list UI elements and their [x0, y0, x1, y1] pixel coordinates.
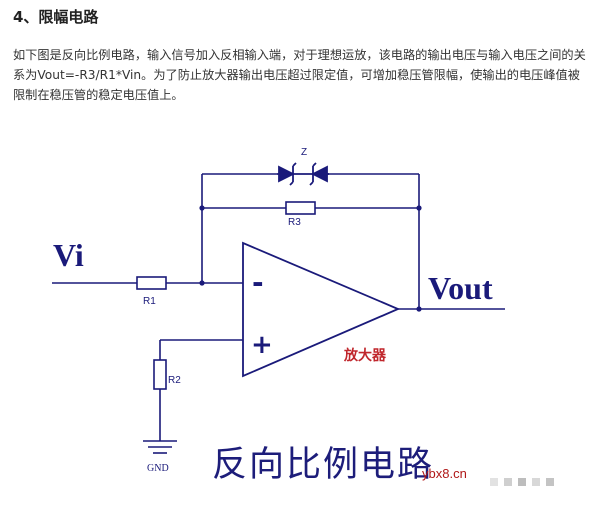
junction-dot: [416, 205, 422, 211]
output-label: Vout: [428, 270, 493, 306]
description-paragraph: 如下图是反向比例电路，输入信号加入反相输入端，对于理想运放，该电路的输出电压与输…: [13, 48, 586, 102]
r1-label: R1: [143, 296, 156, 307]
diagram-caption: 反向比例电路: [212, 445, 435, 485]
section-heading: 4、限幅电路: [13, 8, 99, 26]
r3-label: R3: [288, 217, 301, 228]
watermark-decoration: [490, 478, 554, 486]
zener-diode-pair: [277, 162, 329, 186]
resistor-r3: [285, 201, 316, 215]
ground-symbol: [143, 440, 177, 454]
zener-label: Z: [301, 147, 307, 158]
amplifier-label: 放大器: [343, 347, 387, 364]
site-watermark: ybx8.cn: [422, 466, 467, 481]
op-amp-triangle: [242, 241, 401, 378]
inverting-input-sign: -: [252, 266, 264, 299]
resistor-r2: [153, 359, 167, 390]
ground-label: GND: [147, 463, 169, 474]
resistor-r1: [136, 276, 167, 290]
non-inverting-input-sign: +: [251, 330, 273, 360]
r2-label: R2: [168, 375, 181, 386]
junction-dot: [199, 205, 205, 211]
junction-dot: [199, 280, 205, 286]
input-label: Vi: [53, 237, 84, 273]
junction-dot: [416, 306, 422, 312]
